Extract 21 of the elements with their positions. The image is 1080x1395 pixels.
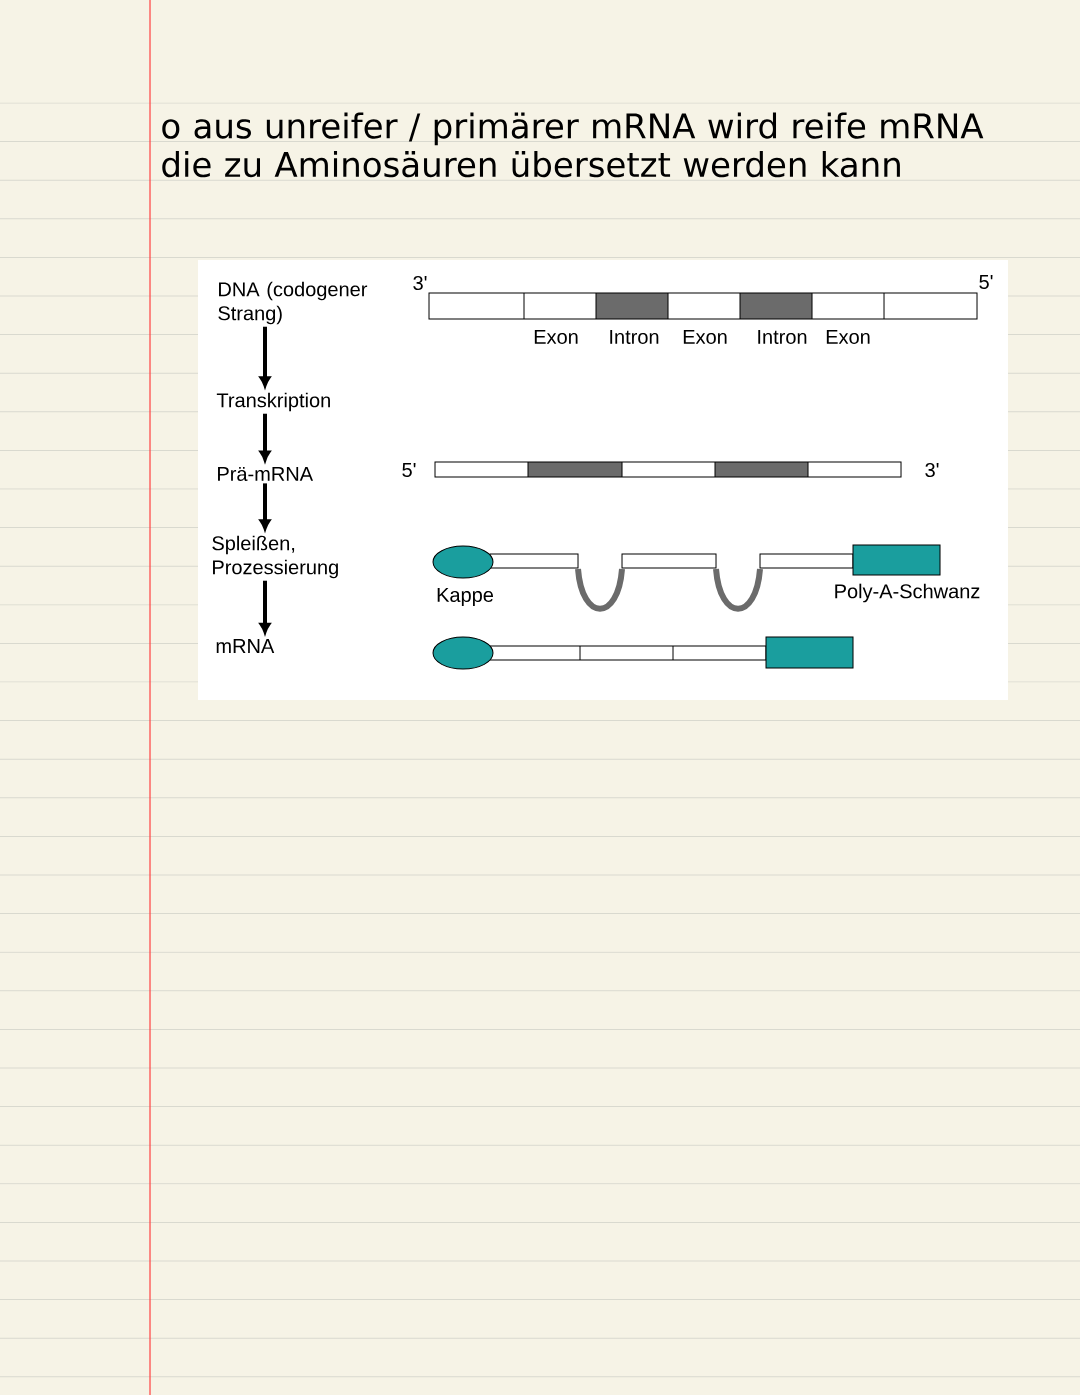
exon-label: Exon (534, 330, 578, 344)
intron-label: Intron (610, 330, 659, 344)
exon-label: Exon (683, 330, 727, 344)
end-label: 3' (413, 275, 427, 291)
step-label: mRNA (216, 639, 275, 653)
step-label: Spleißen, Prozessierung (212, 535, 338, 579)
arrow (259, 413, 271, 462)
step-label: DNA (codogener Strang) (218, 281, 368, 325)
handwritten-note: o aus unreifer / primärer mRNA wird reife mRNA die zu Aminosäuren übersetzt werden kann (162, 112, 984, 178)
end-label: 5' (979, 275, 993, 289)
end-label: 5' (402, 463, 416, 477)
intron-label: Intron (758, 330, 807, 344)
step-label: Prä-mRNA (218, 467, 313, 481)
end-label: 3' (925, 462, 939, 478)
exon-label: Exon (826, 330, 870, 344)
arrow (259, 326, 271, 388)
cap-label: Kappe (437, 588, 493, 606)
arrow (259, 580, 271, 634)
step-label: Transkription (216, 392, 330, 412)
arrow (259, 483, 271, 531)
tail-label: Poly-A-Schwanz (835, 583, 980, 603)
